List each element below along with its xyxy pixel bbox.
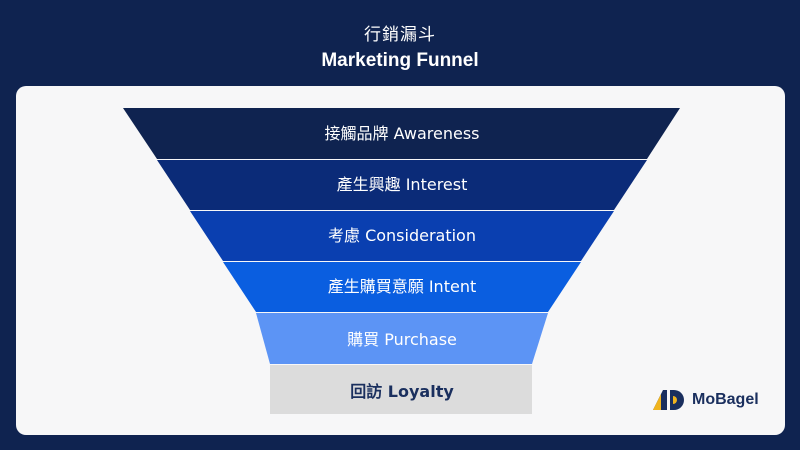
layer-label-interest: 產生興趣 Interest: [336, 175, 468, 194]
funnel-layer-intent: [223, 262, 581, 312]
mobagel-logo: MoBagel: [653, 390, 759, 410]
layer-label-awareness: 接觸品牌 Awareness: [324, 124, 480, 143]
page-title-chinese: 行銷漏斗: [364, 25, 436, 45]
layer-label-loyalty: 回訪 Loyalty: [350, 382, 454, 401]
funnel-layer-loyalty: [270, 365, 532, 414]
layer-label-consideration: 考慮 Consideration: [327, 226, 476, 245]
mobagel-logo-mark-icon: [653, 390, 684, 410]
layer-label-purchase: 購買 Purchase: [347, 330, 457, 349]
layer-label-intent: 產生購買意願 Intent: [327, 277, 477, 296]
funnel-layer-consideration: [190, 211, 614, 261]
mobagel-logo-text: MoBagel: [692, 391, 759, 408]
funnel-layer-interest: [157, 160, 647, 210]
funnel-layer-awareness: [123, 108, 680, 159]
funnel-layer-purchase: [256, 313, 548, 364]
page-title-english: Marketing Funnel: [321, 50, 479, 71]
